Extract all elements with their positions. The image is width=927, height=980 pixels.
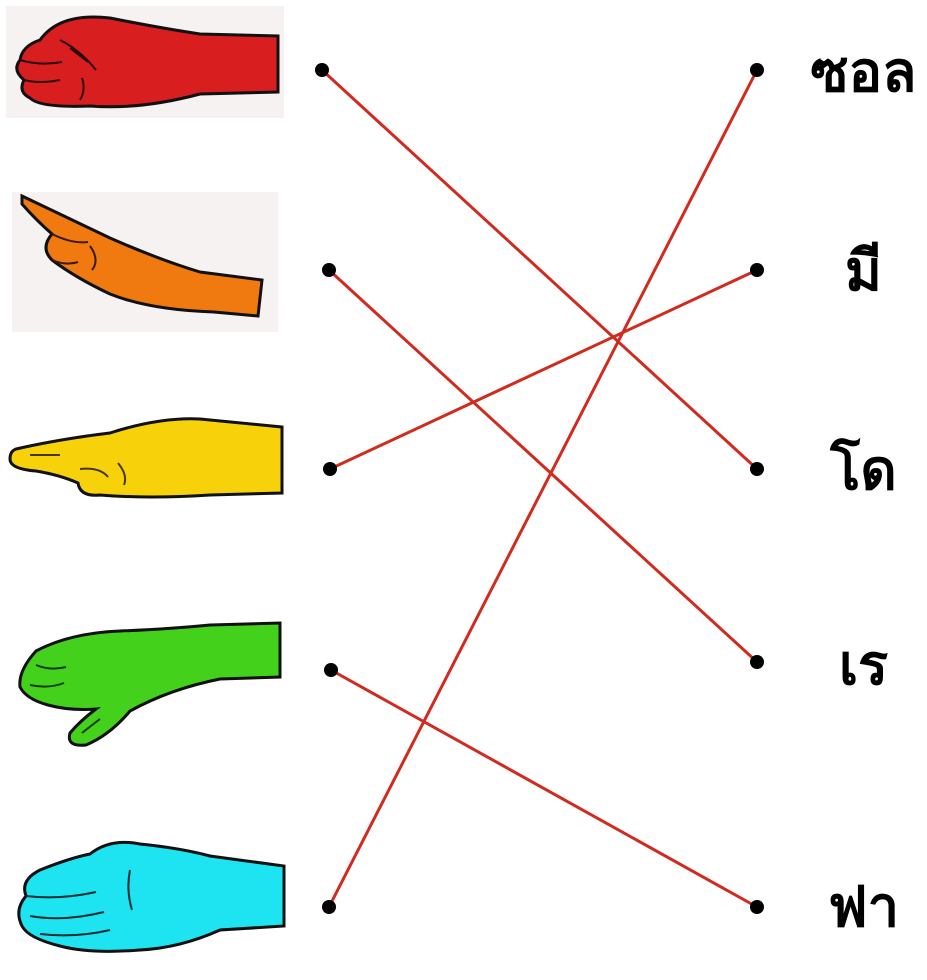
syllable-label: มี (845, 239, 882, 304)
right-dot (750, 900, 764, 914)
hand-open-palm-icon (0, 830, 290, 980)
right-dot (750, 655, 764, 669)
hand-fist-icon (0, 0, 290, 150)
connection-line (329, 268, 758, 471)
connection-line (327, 268, 759, 664)
connection-line (320, 68, 759, 471)
connection-line (330, 668, 758, 909)
left-dot (322, 900, 336, 914)
left-dot (322, 263, 336, 277)
left-dot (315, 63, 329, 77)
connection-line (327, 69, 759, 908)
syllable-label: ซอล (810, 40, 917, 105)
right-dot (750, 462, 764, 476)
hand-flat-icon (0, 405, 290, 555)
left-dot (324, 663, 338, 677)
syllable-label: เร (838, 633, 889, 698)
hand-cupped-down-icon (0, 615, 290, 765)
syllable-label: ฟา (827, 875, 900, 940)
right-dot (750, 263, 764, 277)
right-dot (750, 63, 764, 77)
hand-pointing-down-icon (0, 190, 290, 340)
syllable-label: โด (830, 438, 897, 503)
left-dot (323, 462, 337, 476)
